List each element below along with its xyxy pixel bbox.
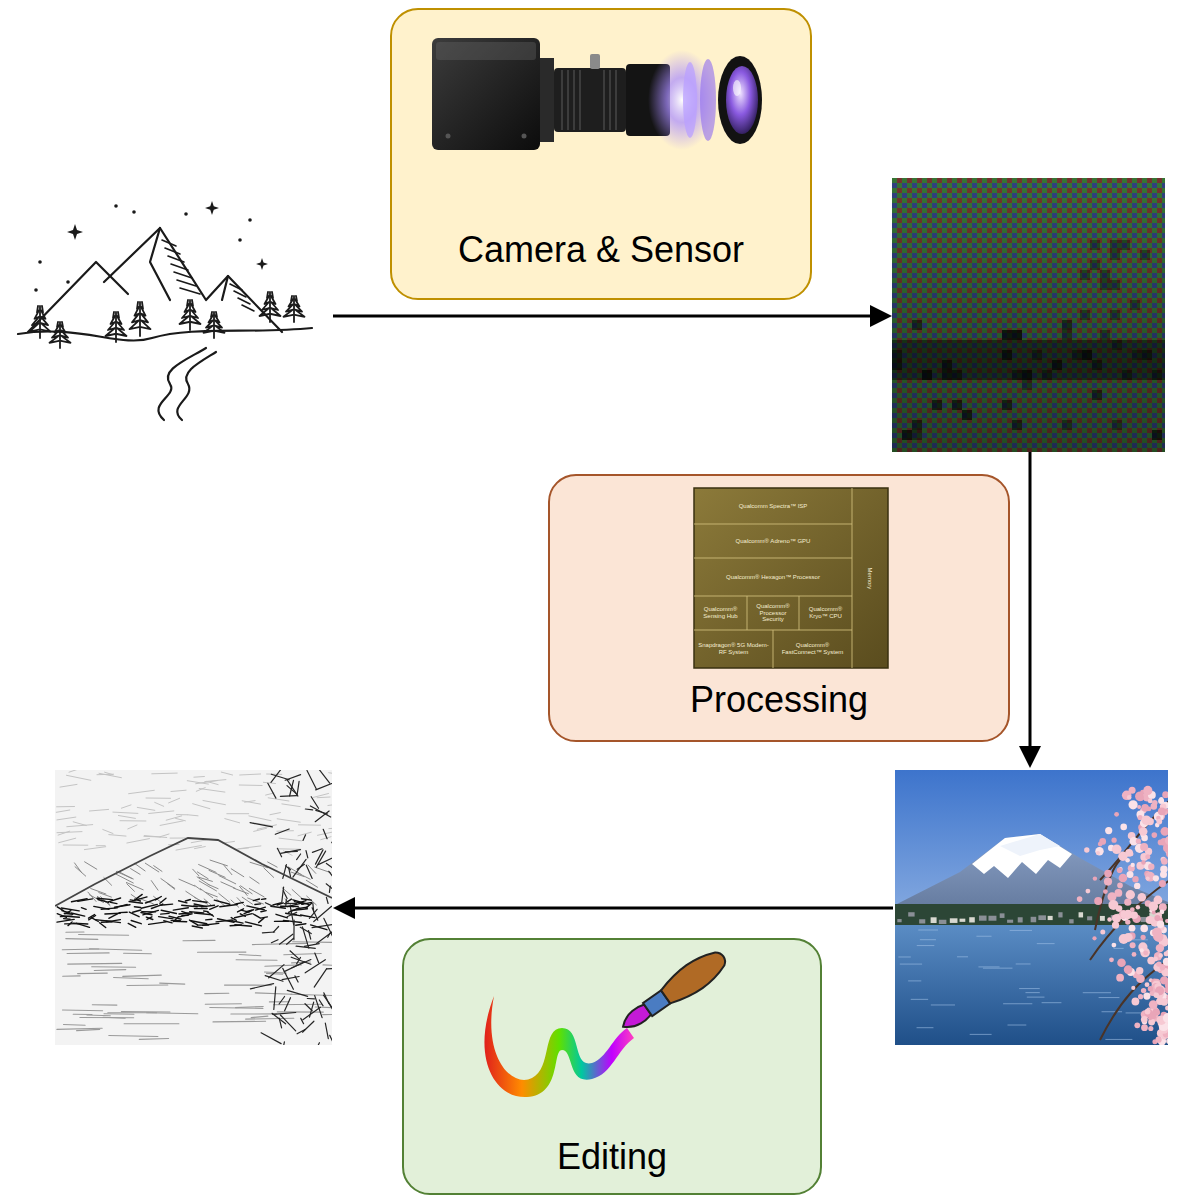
chip-block: Qualcomm® Processor Security [747, 596, 799, 630]
raw-bayer-image [892, 178, 1165, 452]
flow-arrow [333, 305, 892, 327]
chip-block: Qualcomm® Adreno™ GPU [694, 524, 852, 558]
chip-label: Qualcomm® Kryo™ CPU [801, 606, 850, 620]
edited-sketch [55, 770, 332, 1045]
chip-block: Qualcomm® FastConnect™ System [773, 630, 852, 668]
processed-photo [895, 770, 1168, 1045]
chip-block: Qualcomm® Kryo™ CPU [799, 596, 852, 630]
chip-label: Qualcomm® Adreno™ GPU [736, 538, 811, 545]
flow-arrow [333, 897, 893, 919]
flow-arrow [1019, 452, 1041, 768]
chip-block: Qualcomm® Hexagon™ Processor [694, 558, 852, 596]
chip-block: Qualcomm Spectra™ ISP [694, 488, 852, 524]
chip-label: Qualcomm® Hexagon™ Processor [726, 574, 820, 581]
camera-sensor-box: Camera & Sensor [390, 8, 812, 300]
chip-block: Snapdragon® 5G Modem-RF System [694, 630, 773, 668]
chip-block: Memory [852, 488, 888, 668]
editing-box: Editing [402, 938, 822, 1195]
box-label: Processing [690, 679, 868, 720]
chip-block: Qualcomm® Sensing Hub [694, 596, 747, 630]
scene-sketch [18, 201, 312, 420]
chip-label: Memory [867, 567, 874, 589]
box-label: Camera & Sensor [458, 229, 744, 270]
chip-label: Qualcomm® Sensing Hub [696, 606, 745, 620]
chip-label: Snapdragon® 5G Modem-RF System [696, 642, 771, 656]
processing-box: Processing Qualcomm Spectra™ ISP Qualcomm®… [548, 474, 1010, 742]
box-label: Editing [557, 1136, 667, 1177]
chip-label: Qualcomm Spectra™ ISP [739, 503, 808, 510]
chip-label: Qualcomm® FastConnect™ System [775, 642, 850, 656]
chip-label: Qualcomm® Processor Security [749, 603, 797, 624]
